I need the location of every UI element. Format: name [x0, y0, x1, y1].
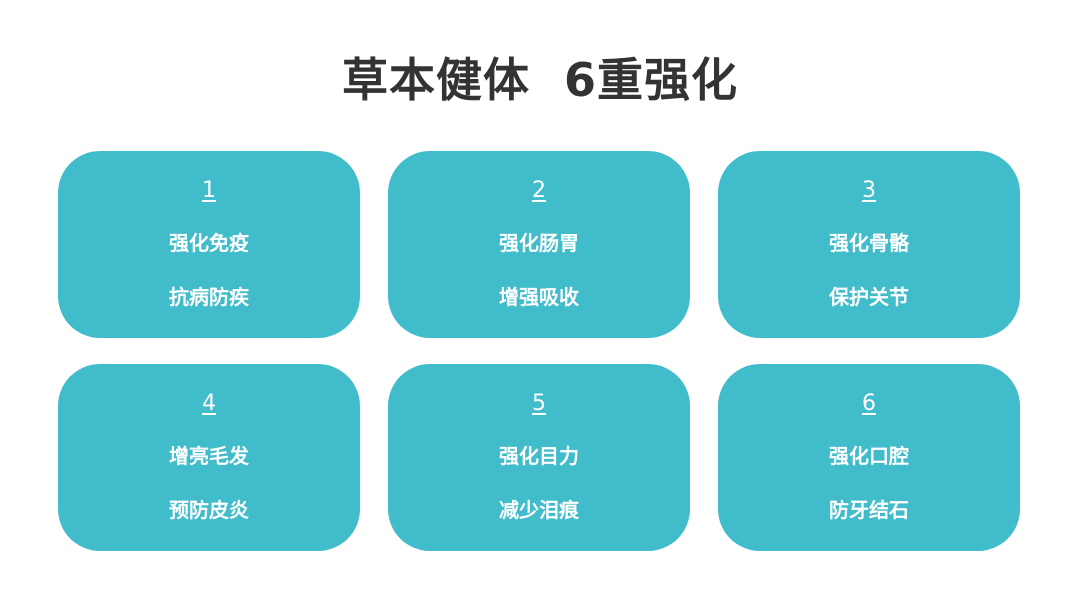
benefit-card-1: 1 强化免疫 抗病防疾	[58, 151, 360, 338]
card-number-text: 6	[862, 391, 876, 416]
card-number: 5	[388, 390, 690, 418]
card-number-text: 5	[532, 391, 546, 416]
benefits-grid: 1 强化免疫 抗病防疾 2 强化肠胃 增强吸收 3 强化骨骼 保护关节 4 增亮…	[58, 151, 1023, 551]
card-number: 4	[58, 390, 360, 418]
card-number: 1	[58, 177, 360, 205]
card-number: 3	[718, 177, 1020, 205]
card-line-2: 防牙结石	[829, 498, 909, 522]
page-title: 草本健体 6重强化	[341, 53, 739, 107]
card-line-1: 增亮毛发	[169, 444, 249, 468]
card-number-text: 2	[532, 178, 546, 203]
benefit-card-5: 5 强化目力 减少泪痕	[388, 364, 690, 551]
benefit-card-3: 3 强化骨骼 保护关节	[718, 151, 1020, 338]
card-line-2: 抗病防疾	[169, 285, 249, 309]
card-line-2: 预防皮炎	[169, 498, 249, 522]
card-line-2: 保护关节	[829, 285, 909, 309]
benefit-card-6: 6 强化口腔 防牙结石	[718, 364, 1020, 551]
benefit-card-2: 2 强化肠胃 增强吸收	[388, 151, 690, 338]
card-number: 2	[388, 177, 690, 205]
card-line-2: 增强吸收	[499, 285, 579, 309]
card-line-1: 强化免疫	[169, 231, 249, 255]
benefit-card-4: 4 增亮毛发 预防皮炎	[58, 364, 360, 551]
card-number-text: 1	[202, 178, 216, 203]
card-line-1: 强化目力	[499, 444, 579, 468]
card-line-2: 减少泪痕	[499, 498, 579, 522]
card-line-1: 强化肠胃	[499, 231, 579, 255]
card-number: 6	[718, 390, 1020, 418]
card-line-1: 强化口腔	[829, 444, 909, 468]
card-number-text: 3	[862, 178, 876, 203]
card-line-1: 强化骨骼	[829, 231, 909, 255]
card-number-text: 4	[202, 391, 216, 416]
